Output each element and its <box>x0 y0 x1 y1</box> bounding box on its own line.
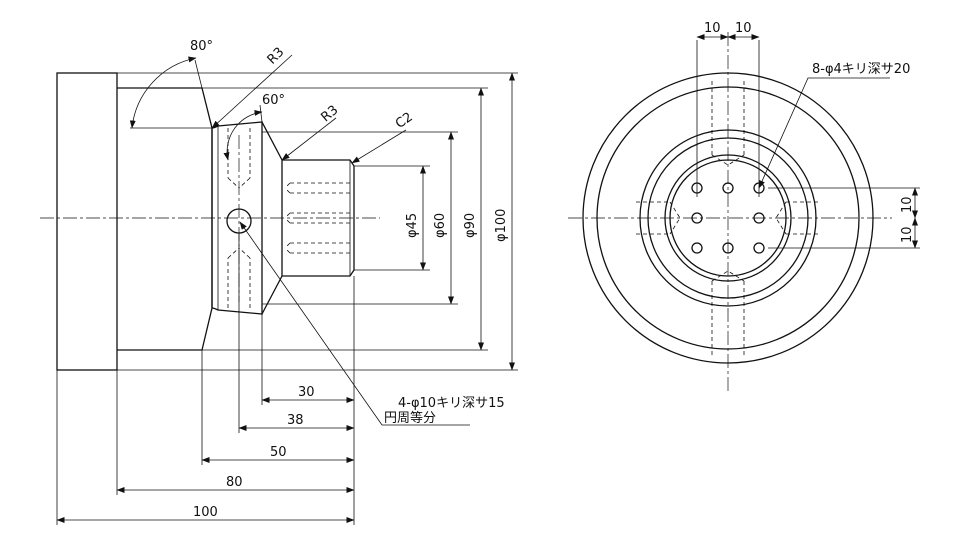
shaft-hidden-holes <box>284 182 350 254</box>
diameter-extension-lines <box>117 72 518 371</box>
small-hole <box>753 242 765 254</box>
circle-groove <box>647 137 809 299</box>
small-hole-note: 8-φ4キリ深サ20 <box>812 62 910 77</box>
body-outline <box>117 87 213 351</box>
small-hole <box>753 212 765 224</box>
angle-80-ext <box>194 59 203 89</box>
small-hole <box>722 242 734 254</box>
front-view: 10 10 10 10 8-φ4キリ深サ20 <box>568 21 920 392</box>
circle-d90 <box>596 86 860 350</box>
r3-outer-label: R3 <box>265 45 288 68</box>
angle-60-label: 60° <box>262 93 285 108</box>
hole-note-leader <box>239 221 470 426</box>
circle-d60 <box>639 129 817 307</box>
flange-outline <box>56 72 118 371</box>
r3-inner-leader <box>281 117 337 161</box>
r3-inner-label: R3 <box>318 103 341 126</box>
shaft-outline <box>282 159 355 277</box>
cone-outline <box>261 121 283 315</box>
front-hidden-radial-holes <box>636 81 820 355</box>
angle-80-label: 80° <box>190 39 213 54</box>
small-hole <box>691 212 703 224</box>
small-hole-note-leader <box>758 77 890 189</box>
len-30-label: 30 <box>298 385 315 400</box>
front-right-a-label: 10 <box>900 196 915 213</box>
c2-label: C2 <box>393 110 416 132</box>
circle-d45 <box>669 159 787 277</box>
front-top-a-label: 10 <box>704 21 721 36</box>
side-view: 80° R3 60° R3 C2 φ45 φ60 φ <box>40 39 518 525</box>
d90-label: φ90 <box>463 213 478 238</box>
front-right-b-label: 10 <box>900 226 915 243</box>
c2-leader <box>351 129 407 164</box>
small-hole-centerlines <box>696 40 920 249</box>
angle-60-arc <box>223 109 263 161</box>
r3-outer-leader <box>211 54 293 129</box>
front-top-b-label: 10 <box>735 21 752 36</box>
hole-note-line1: 4-φ10キリ深サ15 <box>398 396 505 411</box>
len-50-label: 50 <box>270 445 287 460</box>
hole-note-line2: 円周等分 <box>384 410 436 426</box>
small-hole <box>722 182 734 194</box>
len-80-label: 80 <box>226 475 243 490</box>
circle-d45-chamfer <box>664 154 792 282</box>
len-38-label: 38 <box>287 413 304 428</box>
d45-label: φ45 <box>405 213 420 238</box>
len-100-label: 100 <box>193 505 218 520</box>
angle-80-arc <box>129 56 197 129</box>
d60-label: φ60 <box>433 213 448 238</box>
small-hole <box>691 242 703 254</box>
d100-label: φ100 <box>494 209 509 242</box>
length-extension-lines <box>56 233 355 525</box>
outer-circle-d100 <box>582 72 874 364</box>
